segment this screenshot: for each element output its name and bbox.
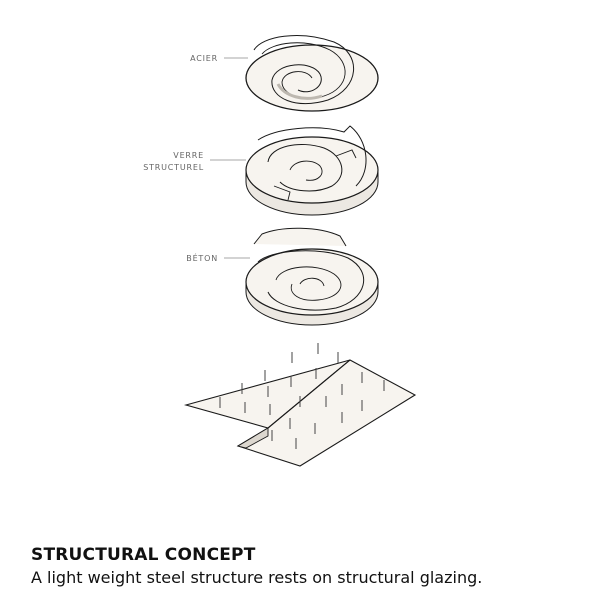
beton-notch [254,228,346,246]
acier-layer: ACIER [190,36,378,111]
caption-block: STRUCTURAL CONCEPT A light weight steel … [31,544,591,590]
caption-title: STRUCTURAL CONCEPT [31,544,591,566]
verre-disk [246,137,378,203]
beton-layer: BÉTON [186,228,378,325]
caption-text: A light weight steel structure rests on … [31,566,591,590]
ground-plane [186,343,415,466]
verre-label-line1: VERRE [173,151,204,160]
exploded-axonometric-diagram: ACIER VERRE STRUCTUREL BÉTON [0,0,600,540]
beton-disk [246,249,378,315]
acier-label: ACIER [190,54,218,63]
verre-label-line2: STRUCTUREL [143,163,204,172]
verre-structurel-layer: VERRE STRUCTUREL [143,126,378,215]
beton-label: BÉTON [186,252,218,263]
